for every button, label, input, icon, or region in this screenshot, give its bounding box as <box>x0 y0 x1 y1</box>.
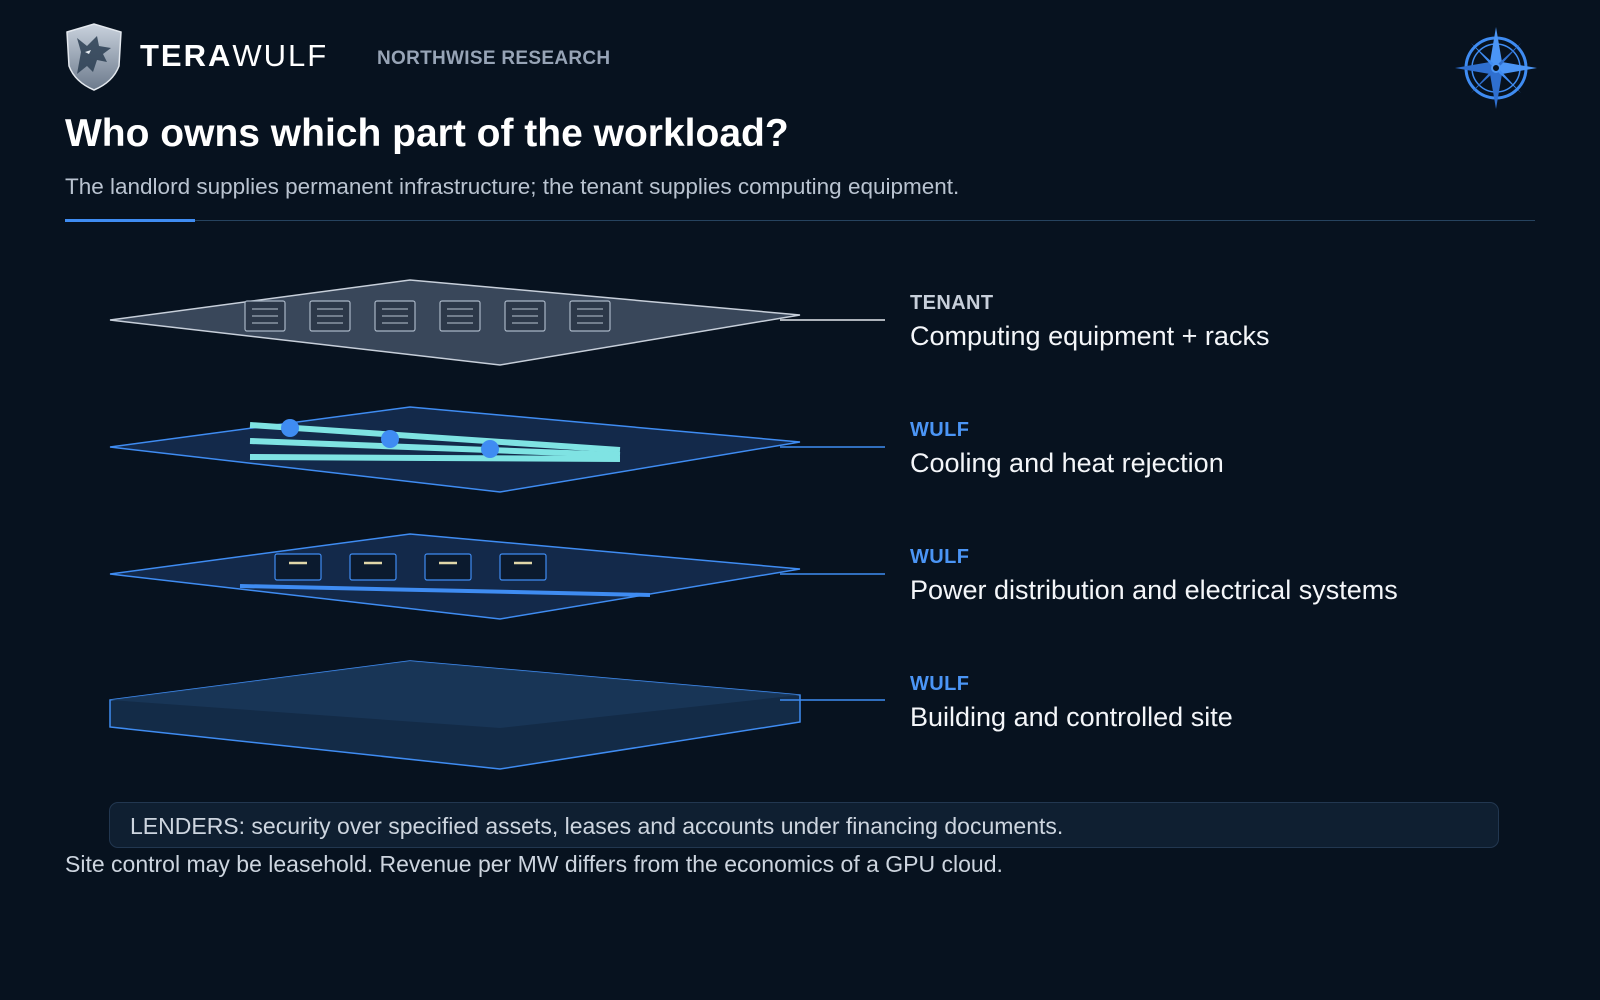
breaker-icon <box>424 553 472 581</box>
page-subtitle: The landlord supplies permanent infrastr… <box>65 174 960 199</box>
breaker-icon <box>349 553 397 581</box>
lenders-note: LENDERS: security over specified assets,… <box>130 813 1064 839</box>
building-layer <box>109 660 885 770</box>
pump-node <box>381 430 399 448</box>
layer-label-cooling: WULF Cooling and heat rejection <box>910 419 1224 479</box>
tenant-layer <box>109 279 885 366</box>
breaker-icon <box>499 553 547 581</box>
layer-description: Building and controlled site <box>910 702 1233 732</box>
layer-description: Power distribution and electrical system… <box>910 575 1398 605</box>
compass-rose-icon <box>1455 27 1537 109</box>
layer-owner: WULF <box>910 673 970 695</box>
layer-description: Cooling and heat rejection <box>910 448 1224 478</box>
coolant-pipe <box>249 422 621 453</box>
cooling-layer <box>109 406 885 493</box>
wolf-shield-icon <box>66 23 122 91</box>
brand-name: TERAWULF <box>140 38 328 74</box>
pump-node <box>481 440 499 458</box>
layer-owner: TENANT <box>910 292 994 314</box>
lenders-callout <box>109 802 1499 848</box>
publisher-name: NORTHWISE RESEARCH <box>377 48 611 69</box>
brand-name-thin: WULF <box>232 38 329 73</box>
pump-node <box>281 419 299 437</box>
coolant-pipe <box>249 454 621 462</box>
brand-name-bold: TERA <box>140 38 233 73</box>
divider <box>65 220 1535 221</box>
layer-owner: WULF <box>910 546 970 568</box>
busbar <box>239 584 651 597</box>
page-title: Who owns which part of the workload? <box>65 112 789 155</box>
breaker-icon <box>274 553 322 581</box>
layer-label-tenant: TENANT Computing equipment + racks <box>910 292 1269 352</box>
power-layer <box>109 533 885 620</box>
layer-owner: WULF <box>910 419 970 441</box>
layer-label-power: WULF Power distribution and electrical s… <box>910 546 1398 606</box>
layer-description: Computing equipment + racks <box>910 321 1270 351</box>
footnote: Site control may be leasehold. Revenue p… <box>65 851 1003 877</box>
divider-accent <box>65 219 195 222</box>
layer-label-building: WULF Building and controlled site <box>910 673 1233 733</box>
coolant-pipe <box>249 438 621 458</box>
